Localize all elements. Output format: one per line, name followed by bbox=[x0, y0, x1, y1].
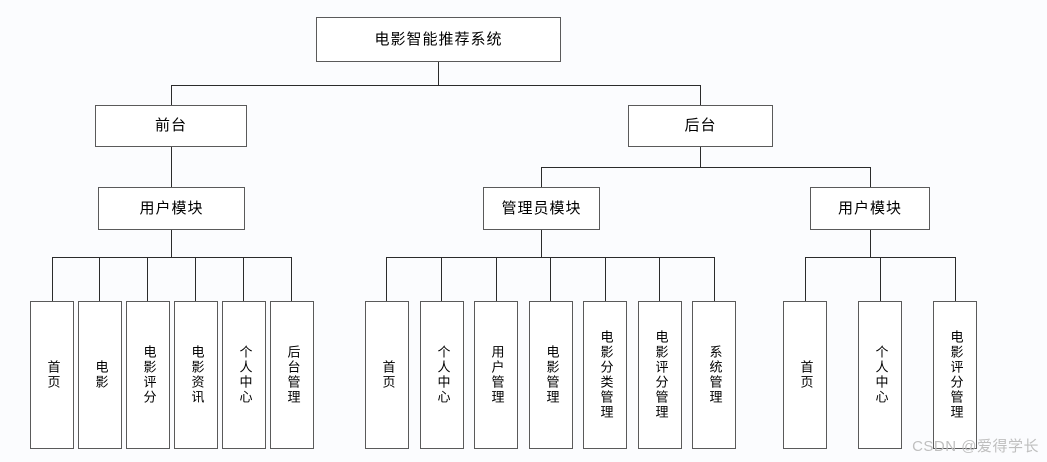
connector-frontend-leaf-drop-3 bbox=[195, 257, 196, 301]
connector-user-module-down bbox=[171, 230, 172, 257]
connector-admin-leaf-drop-6 bbox=[714, 257, 715, 301]
connector-backend-user-module-to-bus bbox=[870, 230, 871, 257]
leaf-node[interactable]: 电影 bbox=[78, 301, 122, 449]
leaf-node-label: 电影管理 bbox=[544, 345, 560, 405]
leaf-node-label: 首页 bbox=[380, 360, 396, 390]
leaf-node[interactable]: 用户管理 bbox=[474, 301, 518, 449]
node-frontend-user-module-label: 用户模块 bbox=[139, 199, 204, 217]
leaf-node[interactable]: 电影分类管理 bbox=[583, 301, 627, 449]
leaf-node[interactable]: 后台管理 bbox=[270, 301, 314, 449]
node-root-title-label: 电影智能推荐系统 bbox=[374, 30, 503, 48]
leaf-node[interactable]: 系统管理 bbox=[692, 301, 736, 449]
connector-admin-leaf-drop-5 bbox=[659, 257, 660, 301]
node-admin-module[interactable]: 管理员模块 bbox=[483, 187, 600, 230]
node-frontend-label: 前台 bbox=[154, 117, 187, 135]
leaf-node-label: 电影分类管理 bbox=[598, 330, 614, 420]
leaf-node[interactable]: 首页 bbox=[783, 301, 827, 449]
connector-backend-bus bbox=[541, 167, 871, 168]
leaf-node-label: 首页 bbox=[45, 360, 61, 390]
leaf-node[interactable]: 首页 bbox=[365, 301, 409, 449]
connector-admin-leaf-drop-0 bbox=[386, 257, 387, 301]
node-backend-label: 后台 bbox=[684, 117, 717, 135]
connector-frontend-leaf-drop-1 bbox=[99, 257, 100, 301]
connector-frontend-leaf-drop-5 bbox=[291, 257, 292, 301]
leaf-node-label: 电影评分 bbox=[141, 345, 157, 405]
connector-admin-module-down bbox=[541, 167, 542, 187]
node-admin-module-label: 管理员模块 bbox=[501, 199, 582, 217]
leaf-node[interactable]: 电影评分 bbox=[126, 301, 170, 449]
leaf-node-label: 电影评分管理 bbox=[653, 330, 669, 420]
connector-backend-down-2 bbox=[700, 147, 701, 167]
node-backend-user-module-label: 用户模块 bbox=[837, 199, 902, 217]
leaf-node[interactable]: 电影评分管理 bbox=[638, 301, 682, 449]
connector-frontend-leaf-drop-4 bbox=[243, 257, 244, 301]
connector-frontend-to-user-module bbox=[171, 147, 172, 187]
leaf-node[interactable]: 首页 bbox=[30, 301, 74, 449]
connector-backend-leaf-drop-2 bbox=[955, 257, 956, 301]
leaf-node-label: 个人中心 bbox=[237, 345, 253, 405]
connector-admin-leaf-drop-4 bbox=[605, 257, 606, 301]
leaf-node[interactable]: 电影资讯 bbox=[174, 301, 218, 449]
leaf-node-label: 电影 bbox=[93, 360, 109, 390]
leaf-node[interactable]: 个人中心 bbox=[222, 301, 266, 449]
connector-admin-module-to-bus bbox=[541, 230, 542, 257]
leaf-node-label: 个人中心 bbox=[435, 345, 451, 405]
connector-frontend-leaf-drop-2 bbox=[147, 257, 148, 301]
connector-backend-leaf-drop-1 bbox=[880, 257, 881, 301]
watermark: CSDN @爱得学长 bbox=[912, 438, 1039, 455]
node-frontend-user-module[interactable]: 用户模块 bbox=[98, 187, 245, 230]
leaf-node[interactable]: 个人中心 bbox=[858, 301, 902, 449]
connector-backend-leaf-drop-0 bbox=[805, 257, 806, 301]
leaf-node-label: 电影评分管理 bbox=[948, 330, 964, 420]
leaf-node-label: 首页 bbox=[798, 360, 814, 390]
connector-admin-leaf-drop-1 bbox=[441, 257, 442, 301]
leaf-node[interactable]: 个人中心 bbox=[420, 301, 464, 449]
node-backend[interactable]: 后台 bbox=[628, 105, 773, 147]
leaf-node-label: 用户管理 bbox=[489, 345, 505, 405]
connector-admin-leaf-drop-2 bbox=[496, 257, 497, 301]
leaf-node-label: 后台管理 bbox=[285, 345, 301, 405]
leaf-node[interactable]: 电影管理 bbox=[529, 301, 573, 449]
connector-level2-bus bbox=[171, 85, 701, 86]
connector-frontend-leaf-bus bbox=[52, 257, 291, 258]
leaf-node-label: 个人中心 bbox=[873, 345, 889, 405]
connector-backend-user-module-down bbox=[870, 167, 871, 187]
leaf-node-label: 系统管理 bbox=[707, 345, 723, 405]
connector-backend-down bbox=[700, 85, 701, 105]
connector-admin-leaf-drop-3 bbox=[550, 257, 551, 301]
leaf-node[interactable]: 电影评分管理 bbox=[933, 301, 977, 449]
node-backend-user-module[interactable]: 用户模块 bbox=[810, 187, 930, 230]
node-root-title[interactable]: 电影智能推荐系统 bbox=[316, 17, 561, 62]
connector-frontend-leaf-drop-0 bbox=[52, 257, 53, 301]
connector-root-down bbox=[438, 62, 439, 85]
leaf-node-label: 电影资讯 bbox=[189, 345, 205, 405]
node-frontend[interactable]: 前台 bbox=[95, 105, 247, 147]
connector-frontend-down bbox=[171, 85, 172, 105]
